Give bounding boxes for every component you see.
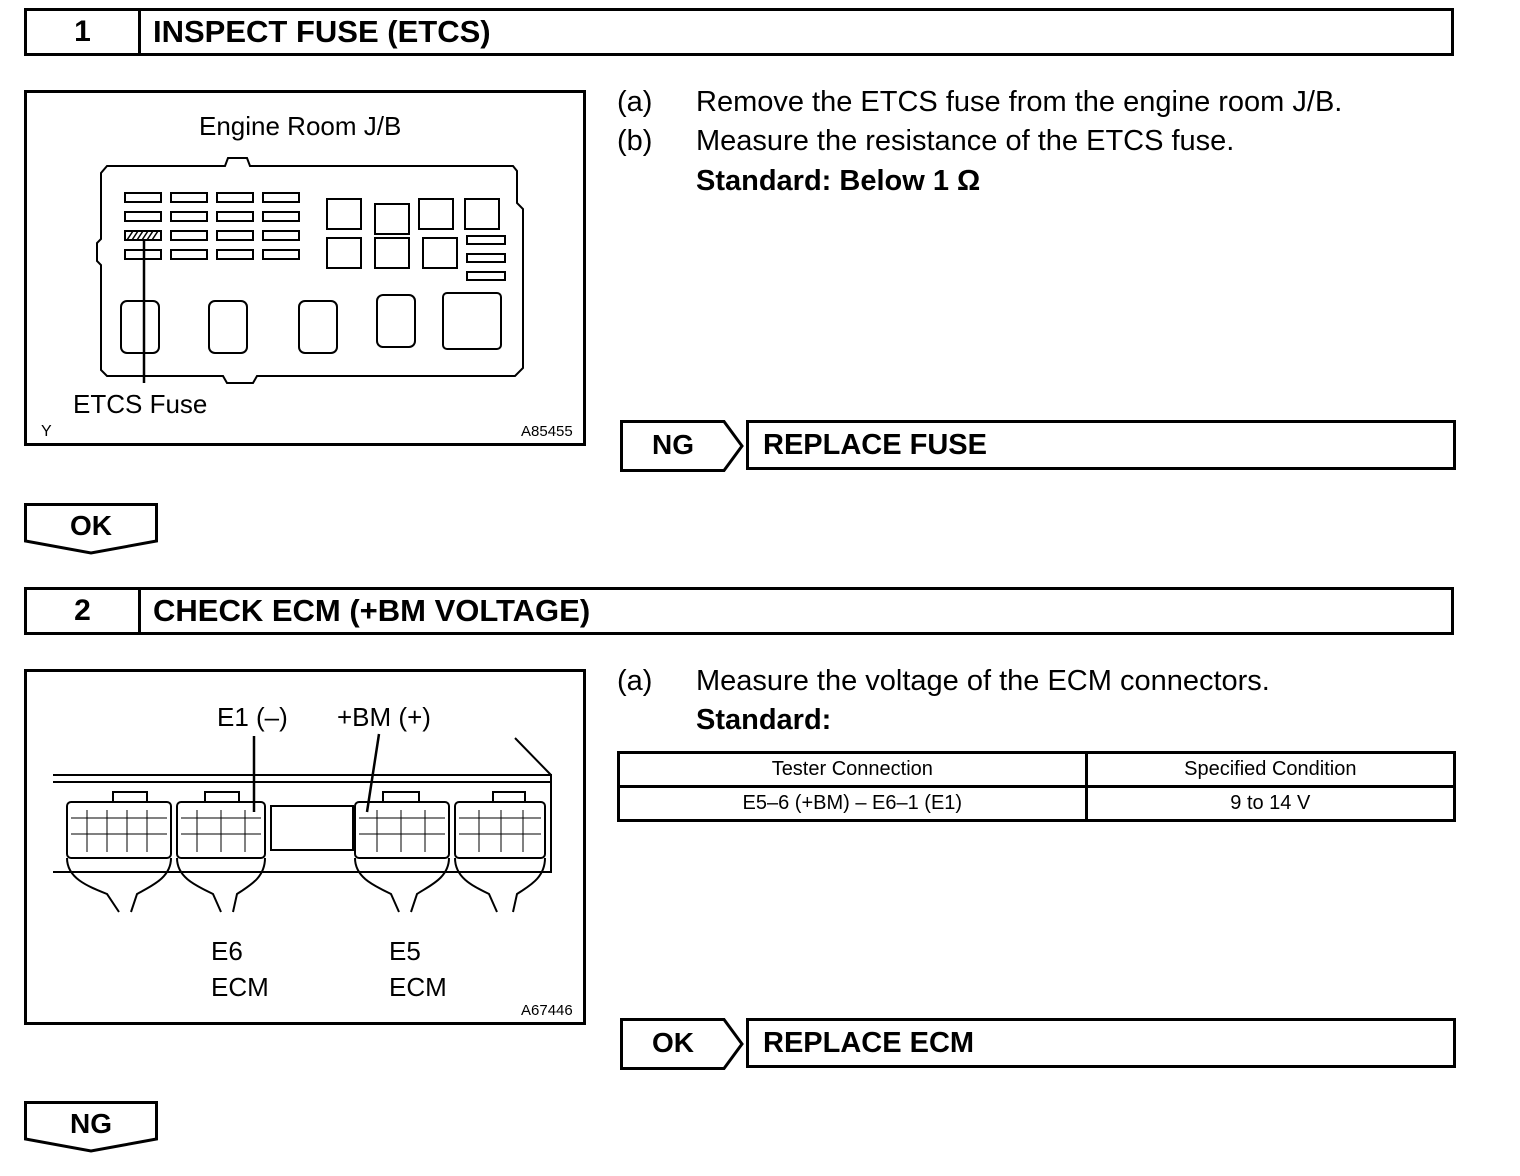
- e6-ecm-label: ECM: [211, 972, 269, 1002]
- engine-room-jb-diagram: [96, 157, 524, 384]
- step-number: 2: [27, 590, 141, 632]
- result-arrow-label: NG: [652, 429, 694, 460]
- ok-flow-arrow: [24, 503, 158, 555]
- table-header-cell: Tester Connection: [617, 751, 1088, 788]
- table-row: E5–6 (+BM) – E6–1 (E1) 9 to 14 V: [617, 785, 1457, 822]
- instruction-text: Measure the resistance of the ETCS fuse.: [696, 125, 1235, 157]
- instruction-marker: (a): [617, 665, 653, 697]
- instruction-text: Remove the ETCS fuse from the engine roo…: [696, 86, 1343, 118]
- e6-label: E6: [211, 936, 243, 966]
- standard-label: Standard:: [696, 704, 832, 736]
- spec-table: Tester Connection Specified Condition E5…: [617, 751, 1457, 822]
- figure-id: A67446: [521, 1002, 573, 1019]
- bm-leader: [365, 733, 381, 813]
- corner-mark: Y: [41, 423, 52, 440]
- instruction-marker: (a): [617, 86, 653, 118]
- fuse-box-figure: Engine Room J/B ETCS Fuse Y A85455: [24, 90, 586, 446]
- bm-label: +BM (+): [337, 702, 431, 732]
- figure-id: A85455: [521, 423, 573, 440]
- step-title: CHECK ECM (+BM VOLTAGE): [153, 593, 591, 628]
- replace-ecm-action: REPLACE ECM: [746, 1018, 1456, 1068]
- step-number: 1: [27, 11, 141, 53]
- instruction-text: Measure the voltage of the ECM connector…: [696, 665, 1270, 697]
- ecm-connector-diagram: [53, 733, 552, 913]
- result-arrow-shape: [620, 1018, 744, 1070]
- step-2-header: 2 CHECK ECM (+BM VOLTAGE): [24, 587, 1454, 635]
- step-title: INSPECT FUSE (ETCS): [153, 14, 491, 49]
- e1-label: E1 (–): [217, 702, 288, 732]
- table-cell: E5–6 (+BM) – E6–1 (E1): [617, 785, 1088, 822]
- etcs-fuse-label: ETCS Fuse: [73, 389, 208, 419]
- replace-fuse-action: REPLACE FUSE: [746, 420, 1456, 470]
- step-1-header: 1 INSPECT FUSE (ETCS): [24, 8, 1454, 56]
- table-header-row: Tester Connection Specified Condition: [617, 751, 1457, 788]
- figure-title: Engine Room J/B: [199, 111, 402, 141]
- flow-label: NG: [70, 1108, 112, 1139]
- result-arrow-label: OK: [652, 1027, 694, 1058]
- instruction-marker: (b): [617, 125, 653, 157]
- e5-label: E5: [389, 936, 421, 966]
- ecm-connector-figure: E1 (–) +BM (+) E6 ECM E5 ECM A67446: [24, 669, 586, 1025]
- flow-label: OK: [70, 510, 112, 541]
- ng-flow-arrow: [24, 1101, 158, 1153]
- table-header-cell: Specified Condition: [1084, 751, 1457, 788]
- standard-label: Standard: Below 1 Ω: [696, 165, 981, 197]
- table-cell: 9 to 14 V: [1084, 785, 1457, 822]
- result-arrow-shape: [620, 420, 744, 472]
- e5-ecm-label: ECM: [389, 972, 447, 1002]
